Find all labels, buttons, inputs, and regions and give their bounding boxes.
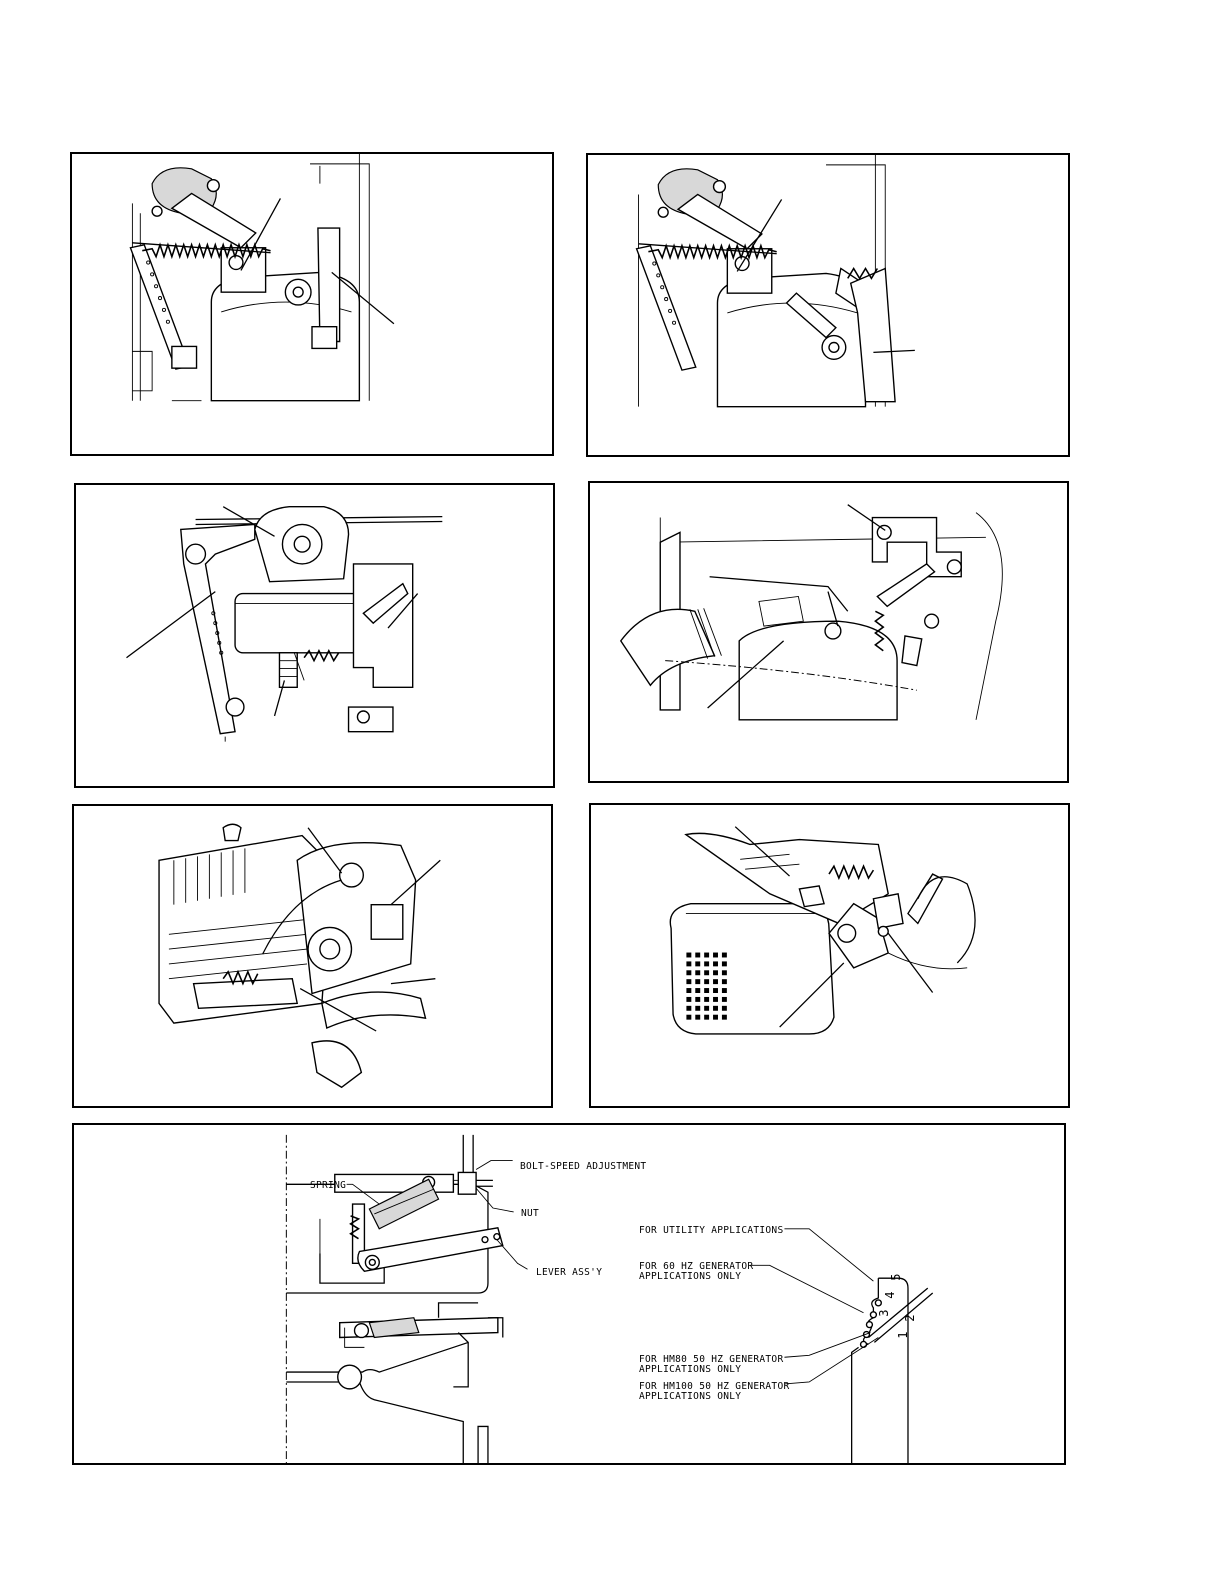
vent-hole [714,989,718,993]
vent-hole [722,997,726,1001]
figure-5-illustration [74,806,551,1106]
vent-hole [696,971,700,975]
figure-1-illustration [72,154,552,454]
figure-1-governor-linkage [70,152,554,456]
hole-number-5: 5 [891,1273,901,1281]
vent-hole [687,962,691,966]
vent-hole [714,1015,718,1019]
vent-hole [714,962,718,966]
vent-hole [722,962,726,966]
vent-hole [696,989,700,993]
label-nut: NUT [521,1209,539,1219]
vent-hole [687,971,691,975]
vent-hole [705,980,709,984]
vent-hole [714,997,718,1001]
leader-line [476,1161,513,1170]
vent-hole [696,962,700,966]
vent-hole [696,953,700,957]
figure-6-illustration [591,805,1068,1106]
vent-hole [687,1006,691,1010]
vent-hole [722,1006,726,1010]
leader-line [750,1265,864,1312]
leader-line [784,1229,873,1281]
vent-hole [705,997,709,1001]
vent-hole [705,1015,709,1019]
vent-hole [722,1015,726,1019]
vent-hole [705,962,709,966]
label-hm100-line2: APPLICATIONS ONLY [639,1392,741,1402]
vent-hole [722,953,726,957]
figure-4-illustration [590,483,1067,781]
figure-3-illustration [76,485,553,786]
vent-hole [687,997,691,1001]
figure-4-governor-bracket [588,481,1069,783]
hole-number-4: 4 [885,1291,895,1299]
label-hm80-line2: APPLICATIONS ONLY [639,1365,741,1375]
figure-2-illustration [588,155,1068,455]
leader-line [888,933,932,992]
label-lever-assy: LEVER ASS'Y [536,1268,602,1278]
vent-hole [687,989,691,993]
vent-hole [714,1006,718,1010]
figure-2-governor-linkage [586,153,1070,457]
vent-hole [714,980,718,984]
leader-line [391,979,435,984]
hole-number-2: 2 [905,1314,915,1322]
vent-hole [696,1006,700,1010]
vent-hole [714,953,718,957]
vent-hole [705,1006,709,1010]
vent-hole [722,980,726,984]
leader-line [476,1188,514,1212]
hole-number-3: 3 [879,1309,889,1317]
figure-6-air-cleaner-linkage [589,803,1070,1108]
leader-line [784,1333,870,1358]
figure-3-carburetor [74,483,555,788]
label-spring: SPRING [310,1181,346,1191]
vent-hole [714,971,718,975]
vent-hole [705,989,709,993]
vent-hole [687,980,691,984]
figure-7-illustration [74,1125,1064,1463]
vent-hole [705,971,709,975]
vent-hole [687,953,691,957]
figure-7-speed-adjustment-diagram: BOLT-SPEED ADJUSTMENT SPRING NUT LEVER A… [72,1123,1066,1465]
vent-hole [722,989,726,993]
label-bolt-speed-adjustment: BOLT-SPEED ADJUSTMENT [520,1162,646,1172]
label-utility-applications: FOR UTILITY APPLICATIONS [639,1226,783,1236]
vent-hole [722,971,726,975]
vent-hole [696,1015,700,1019]
vent-hole [687,1015,691,1019]
figure-5-engine-side [72,804,553,1108]
vent-hole [696,997,700,1001]
vent-hole [696,980,700,984]
vent-hole [705,953,709,957]
hole-number-1: 1 [898,1331,908,1339]
label-60hz-line2: APPLICATIONS ONLY [639,1272,741,1282]
